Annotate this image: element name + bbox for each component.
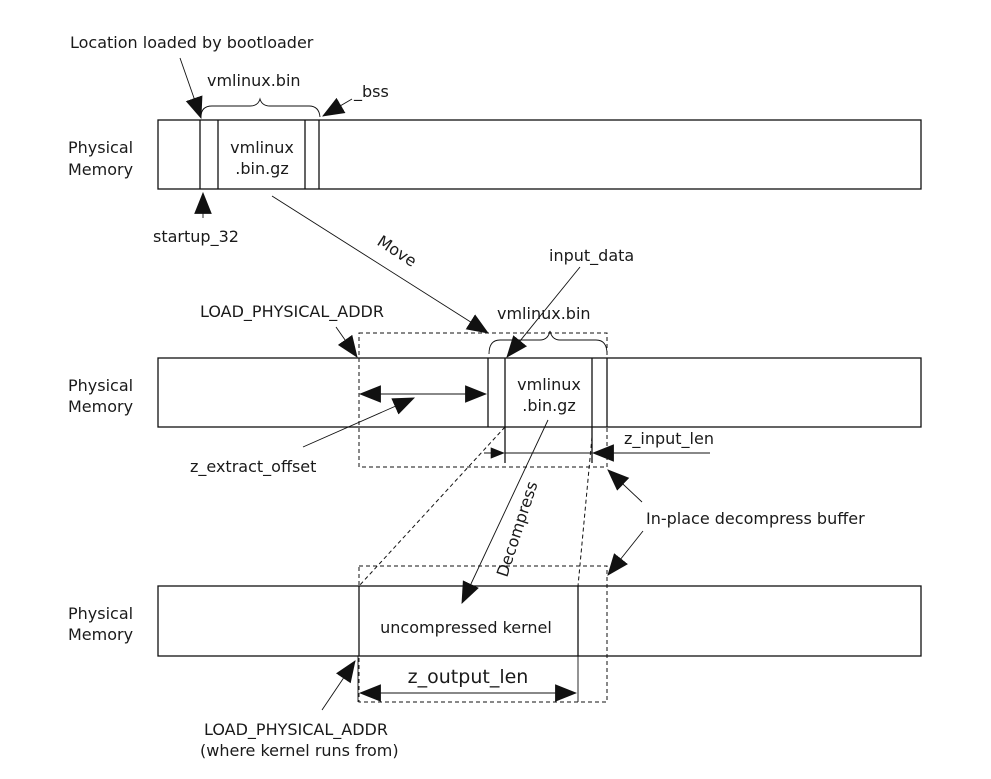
input-data-arrow bbox=[506, 266, 581, 358]
bottom-load-addr-line1: LOAD_PHYSICAL_ADDR bbox=[204, 720, 388, 740]
projection-left bbox=[358, 426, 506, 587]
middle-load-addr-arrow bbox=[335, 326, 358, 358]
top-vmlinux-bin-brace bbox=[200, 97, 321, 118]
middle-block-line1: vmlinux bbox=[517, 375, 581, 394]
move-arrow bbox=[271, 195, 489, 334]
startup32-label: startup_32 bbox=[153, 227, 239, 247]
buffer-arrow-up bbox=[607, 469, 643, 503]
buffer-arrow-down bbox=[607, 530, 644, 576]
extract-offset-label: z_extract_offset bbox=[190, 457, 316, 477]
bss-arrow bbox=[322, 97, 353, 117]
middle-block-line2: .bin.gz bbox=[522, 396, 575, 415]
buffer-callout: In-place decompress buffer bbox=[607, 469, 865, 576]
top-physical-memory-bar bbox=[157, 119, 922, 190]
bottom-row-label-line2: Memory bbox=[68, 625, 133, 644]
middle-load-addr-label: LOAD_PHYSICAL_ADDR bbox=[200, 302, 384, 322]
decompress-arrow bbox=[461, 419, 549, 604]
middle-vmlinux-bin-brace bbox=[488, 330, 608, 355]
bootloader-location-label: Location loaded by bootloader bbox=[70, 33, 314, 52]
middle-memory-row: LOAD_PHYSICAL_ADDR input_data vmlinux.bi… bbox=[68, 246, 922, 477]
uncompressed-kernel-label: uncompressed kernel bbox=[380, 618, 552, 637]
top-block-line1: vmlinux bbox=[230, 138, 294, 157]
middle-row-label-line2: Memory bbox=[68, 397, 133, 416]
bottom-physical-memory-bar bbox=[157, 585, 922, 657]
input-len-label: z_input_len bbox=[624, 429, 714, 449]
top-row-label-line2: Memory bbox=[68, 160, 133, 179]
bottom-load-addr-line2: (where kernel runs from) bbox=[200, 741, 399, 760]
top-row-label-line1: Physical bbox=[68, 138, 133, 157]
projection-lines bbox=[358, 426, 593, 587]
buffer-label: In-place decompress buffer bbox=[646, 509, 865, 528]
bss-label: _bss bbox=[353, 82, 389, 102]
bottom-row-label-line1: Physical bbox=[68, 604, 133, 623]
bootloader-location-arrow bbox=[179, 57, 203, 120]
middle-row-label-line1: Physical bbox=[68, 376, 133, 395]
middle-vmlinux-bin-label: vmlinux.bin bbox=[497, 304, 591, 323]
extract-offset-pointer-arrow bbox=[302, 397, 416, 448]
input-data-label: input_data bbox=[549, 246, 634, 266]
decompress-label: Decompress bbox=[493, 479, 542, 579]
bottom-load-addr-arrow bbox=[321, 660, 356, 711]
bottom-memory-row: Physical Memory uncompressed kernel z_ou… bbox=[68, 565, 922, 760]
top-vmlinux-bin-label: vmlinux.bin bbox=[207, 71, 301, 90]
projection-right bbox=[577, 436, 593, 587]
output-len-label: z_output_len bbox=[408, 666, 529, 688]
top-memory-row: Location loaded by bootloader vmlinux.bi… bbox=[68, 33, 922, 247]
middle-physical-memory-bar bbox=[157, 357, 922, 428]
top-block-line2: .bin.gz bbox=[235, 159, 288, 178]
